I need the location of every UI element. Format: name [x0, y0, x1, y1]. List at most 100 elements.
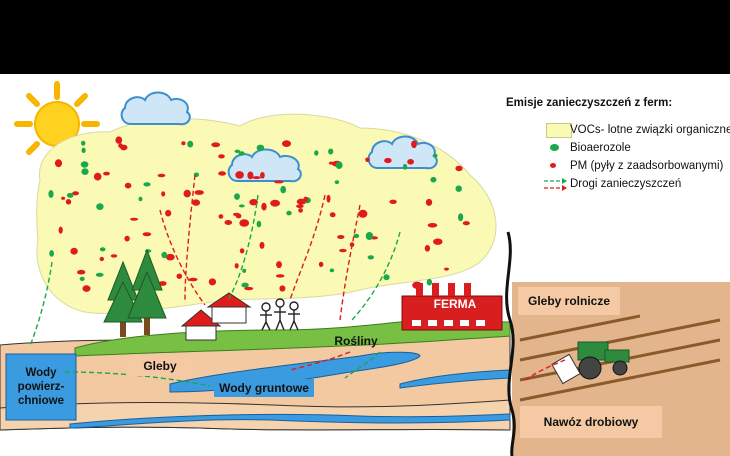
house-icon	[180, 292, 252, 341]
pm-particle	[124, 235, 130, 242]
pm-particle	[411, 140, 417, 149]
pm-particle	[65, 199, 72, 205]
pm-particle	[61, 196, 66, 200]
pm-particle	[218, 171, 227, 176]
pm-particle	[444, 267, 449, 271]
soils-label: Gleby	[128, 356, 192, 376]
farm-barn-icon	[401, 283, 503, 331]
bioaerosol-particle	[48, 190, 54, 198]
pm-particle	[249, 199, 258, 206]
pm-particle	[328, 161, 334, 165]
bioaerosol-particle	[430, 176, 437, 183]
pm-particle	[99, 256, 105, 262]
plants-label: Rośliny	[334, 334, 378, 348]
pm-swatch	[550, 163, 556, 168]
pm-particle	[244, 286, 254, 291]
pm-particle	[115, 136, 123, 144]
pm-particle	[282, 140, 291, 148]
pm-particle	[427, 223, 438, 228]
people-icon	[260, 298, 300, 331]
pm-particle	[239, 248, 245, 254]
voc-swatch	[546, 123, 572, 138]
legend-label: Bioaerozole	[570, 142, 631, 154]
pm-particle	[218, 154, 225, 159]
bioaerosol-particle	[256, 144, 265, 151]
bioaerosol-particle	[66, 192, 74, 198]
pm-particle	[259, 241, 265, 249]
bioaerosol-particle	[367, 255, 374, 260]
pm-particle	[157, 173, 166, 178]
tree-icon	[103, 248, 167, 337]
bioaerosol-particle	[79, 276, 85, 281]
legend-label: PM (pyły z zaadsorbowanymi)	[570, 160, 724, 172]
pm-particle	[158, 281, 167, 286]
bioaerosol-particle	[314, 150, 319, 156]
pm-particle	[72, 191, 79, 196]
bioaerosol-particle	[426, 278, 433, 286]
bioaerosol-particle	[241, 282, 249, 288]
section-divider	[505, 231, 516, 456]
legend-item-bioaerosol: Bioaerozole	[506, 141, 730, 157]
bioaerosol-particle	[81, 147, 86, 153]
pm-particle	[239, 219, 250, 227]
legend-label: Drogi zanieczyszczeń	[570, 178, 682, 190]
pm-particle	[161, 191, 166, 197]
surface-water-pool	[5, 353, 77, 421]
pm-particle	[296, 204, 304, 209]
pm-particle	[425, 198, 433, 206]
bioaerosol-particle	[335, 161, 343, 169]
pm-particle	[58, 226, 63, 234]
pm-particle	[103, 171, 110, 176]
pm-particle	[407, 159, 414, 165]
poultry-manure-label: Nawóz drobiowy	[520, 406, 662, 438]
pm-particle	[260, 172, 265, 179]
black-top-bar	[0, 0, 730, 74]
pm-particle	[124, 182, 132, 189]
groundwater-label: Wody gruntowe	[214, 379, 314, 397]
legend-item-voc: VOCs- lotne związki organiczne	[506, 123, 730, 139]
bioaerosol-particle	[328, 148, 334, 155]
pm-particle	[424, 245, 431, 252]
pm-particle	[82, 285, 91, 292]
tractor-icon	[551, 341, 630, 385]
bioaerosol-particle	[238, 204, 245, 208]
bioaerosol-particle	[402, 163, 408, 170]
bioaerosol-particle	[161, 251, 168, 259]
bioaerosol-particle	[80, 161, 89, 168]
pm-particle	[93, 172, 102, 181]
pm-particle	[329, 212, 336, 218]
pm-particle	[191, 199, 201, 206]
pm-particle	[70, 247, 78, 255]
pathway-arrow-icon	[544, 178, 567, 191]
pm-particle	[339, 248, 347, 253]
pm-particle	[247, 171, 254, 180]
bioaerosol-particle	[242, 268, 247, 273]
pm-particle	[298, 208, 303, 213]
legend-title: Emisje zanieczyszczeń z ferm:	[506, 97, 673, 109]
deep-water-stream	[69, 413, 511, 429]
pm-particle	[326, 194, 331, 203]
legend: Emisje zanieczyszczeń z ferm: VOCs- lotn…	[506, 97, 730, 195]
pm-particle	[275, 274, 285, 278]
pm-particle	[389, 199, 397, 204]
pm-particle	[142, 232, 152, 237]
bioaerosol-particle	[334, 180, 340, 185]
pm-particle	[365, 157, 370, 163]
pm-particle	[252, 176, 261, 180]
pm-particle	[54, 159, 63, 168]
pm-particle	[176, 273, 183, 279]
bioaerosol-particle	[286, 210, 292, 216]
pm-particle	[165, 253, 175, 261]
bioaerosol-particle	[238, 151, 245, 156]
pm-particle	[181, 141, 186, 146]
pm-particle	[270, 199, 280, 207]
bioaerosol-particle	[138, 196, 143, 202]
pm-particle	[110, 254, 118, 258]
pm-particle	[276, 261, 282, 269]
bioaerosol-particle	[353, 233, 360, 239]
pm-particle	[211, 142, 221, 148]
bioaerosol-particle	[458, 213, 464, 222]
pm-particle	[188, 277, 198, 282]
legend-item-pm: PM (pyły z zaadsorbowanymi)	[506, 159, 730, 175]
pm-particle	[462, 221, 470, 226]
